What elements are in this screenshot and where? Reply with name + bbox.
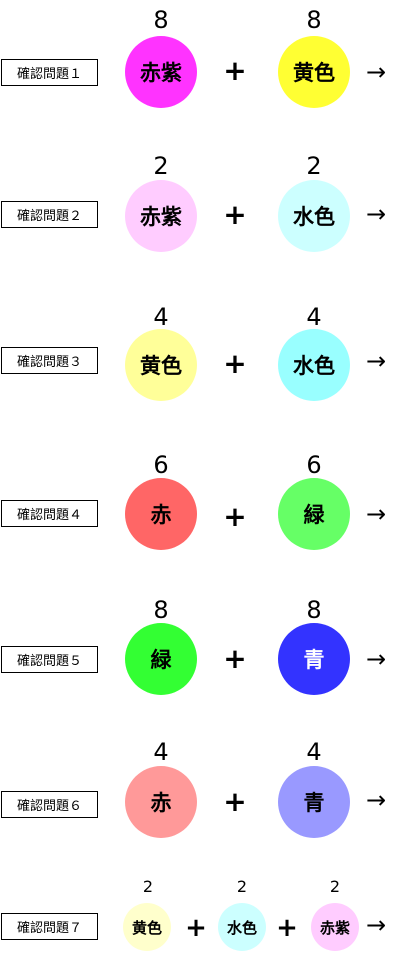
color-amount: 4 xyxy=(306,738,322,766)
color-amount: 8 xyxy=(306,6,322,34)
problem-row-3: 確認問題３ 4 黄色 + 4 水色 → xyxy=(0,293,411,443)
color-circle-1: 赤紫 xyxy=(125,36,197,108)
arrow-icon: → xyxy=(366,911,387,939)
color-amount: 2 xyxy=(236,877,248,896)
problem-label: 確認問題６ xyxy=(1,791,98,818)
color-circle-2: 水色 xyxy=(278,180,350,252)
color-circle-3: 赤紫 xyxy=(311,903,359,951)
problem-row-5: 確認問題５ 8 緑 + 8 青 → xyxy=(0,590,411,730)
color-amount: 2 xyxy=(329,877,341,896)
arrow-icon: → xyxy=(366,500,387,528)
problem-label: 確認問題２ xyxy=(1,201,98,228)
color-amount: 4 xyxy=(153,303,169,331)
color-circle-2: 水色 xyxy=(218,903,266,951)
plus-sign: + xyxy=(223,642,247,675)
plus-sign: + xyxy=(185,913,207,943)
arrow-icon: → xyxy=(366,58,387,86)
color-circle-1: 緑 xyxy=(125,623,197,695)
problem-label: 確認問題３ xyxy=(1,347,98,374)
problem-row-6: 確認問題６ 4 赤 + 4 青 → xyxy=(0,730,411,870)
arrow-icon: → xyxy=(366,786,387,814)
problem-label: 確認問題５ xyxy=(1,646,98,673)
problem-label: 確認問題７ xyxy=(1,913,98,940)
arrow-icon: → xyxy=(366,347,387,375)
color-amount: 8 xyxy=(153,596,169,624)
color-circle-2: 緑 xyxy=(278,478,350,550)
plus-sign: + xyxy=(223,54,247,87)
color-circle-1: 赤 xyxy=(125,478,197,550)
plus-sign: + xyxy=(276,913,298,943)
plus-sign: + xyxy=(223,500,247,533)
color-amount: 6 xyxy=(306,451,322,479)
color-circle-1: 赤 xyxy=(125,766,197,838)
problem-row-7: 確認問題７ 2 黄色 + 2 水色 + 2 赤紫 → xyxy=(0,870,411,954)
problem-row-2: 確認問題２ 2 赤紫 + 2 水色 → xyxy=(0,145,411,293)
problem-row-4: 確認問題４ 6 赤 + 6 緑 → xyxy=(0,443,411,590)
plus-sign: + xyxy=(223,785,247,818)
color-circle-2: 青 xyxy=(278,766,350,838)
color-amount: 2 xyxy=(306,152,322,180)
color-circle-2: 黄色 xyxy=(278,36,350,108)
arrow-icon: → xyxy=(366,200,387,228)
color-circle-1: 黄色 xyxy=(125,329,197,401)
color-circle-1: 赤紫 xyxy=(125,180,197,252)
color-amount: 4 xyxy=(306,303,322,331)
color-amount: 2 xyxy=(153,152,169,180)
color-circle-2: 青 xyxy=(278,623,350,695)
color-amount: 8 xyxy=(153,6,169,34)
color-circle-2: 水色 xyxy=(278,329,350,401)
problem-label: 確認問題４ xyxy=(1,500,98,527)
problem-row-1: 確認問題１ 8 赤紫 + 8 黄色 → xyxy=(0,0,411,145)
color-amount: 6 xyxy=(153,451,169,479)
color-amount: 4 xyxy=(153,738,169,766)
color-amount: 8 xyxy=(306,596,322,624)
arrow-icon: → xyxy=(366,645,387,673)
color-circle-1: 黄色 xyxy=(123,903,171,951)
color-amount: 2 xyxy=(142,877,154,896)
plus-sign: + xyxy=(223,347,247,380)
problem-label: 確認問題１ xyxy=(1,59,98,86)
plus-sign: + xyxy=(223,198,247,231)
